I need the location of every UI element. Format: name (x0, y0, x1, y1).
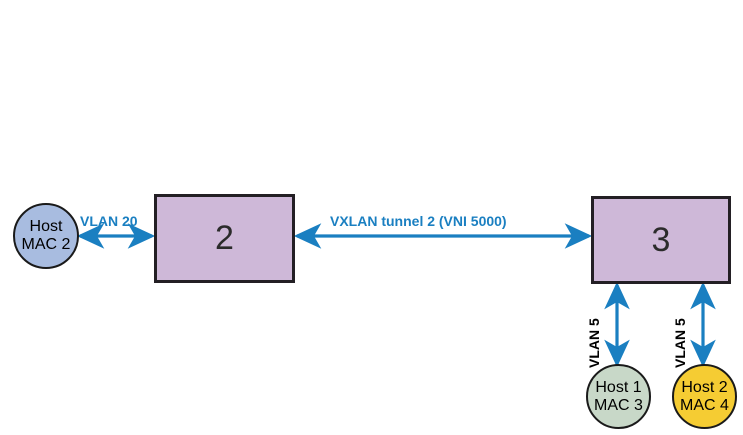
node-switch-3-label: 3 (651, 220, 671, 259)
node-switch-2[interactable]: 2 (154, 194, 295, 283)
node-host-mac-2[interactable]: Host MAC 2 (13, 203, 79, 269)
edge-label-vlan-20: VLAN 20 (80, 213, 138, 229)
node-switch-2-label: 2 (215, 219, 234, 257)
edge-label-vlan-5-host-1: VLAN 5 (586, 318, 602, 368)
node-host-1-line2: MAC 3 (594, 396, 643, 414)
node-host-2-line1: Host 2 (681, 378, 728, 396)
node-host-2[interactable]: Host 2 MAC 4 (672, 364, 737, 429)
edge-label-vlan-5-host-2: VLAN 5 (672, 318, 688, 368)
node-switch-3[interactable]: 3 (591, 196, 731, 284)
edge-label-vxlan-tunnel: VXLAN tunnel 2 (VNI 5000) (330, 213, 507, 229)
node-host-mac-2-line2: MAC 2 (21, 236, 71, 253)
node-host-1[interactable]: Host 1 MAC 3 (586, 364, 651, 429)
node-host-mac-2-line1: Host (29, 218, 63, 236)
node-host-1-line1: Host 1 (595, 378, 642, 396)
node-host-2-line2: MAC 4 (680, 396, 729, 414)
